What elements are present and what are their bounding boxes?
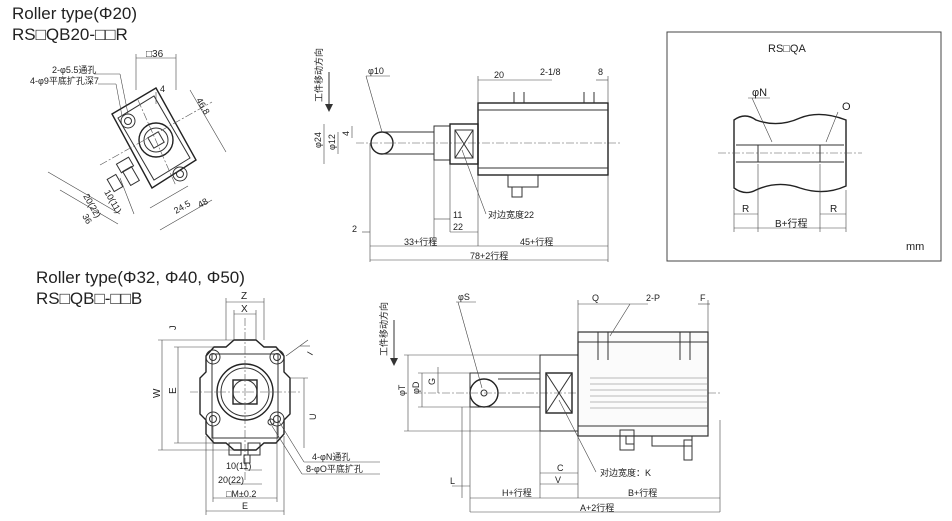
large-front-view: Z X J W E I U 10(11) 20(22) □M±0.2 E [152, 291, 380, 515]
large-front-X: X [241, 304, 248, 315]
section-large-title: Roller type(Φ32, Φ40, Φ50) [36, 268, 245, 287]
large-front-I: I [305, 350, 315, 357]
large-side-V: V [555, 475, 561, 485]
large-side-D: φD [411, 381, 421, 394]
large-side-F: F [700, 293, 706, 303]
large-front-E-bottom: E [242, 501, 248, 511]
small-side-dim-78: 78+2行程 [470, 250, 508, 261]
inset-N: φN [752, 87, 767, 99]
inset-O: O [842, 101, 851, 113]
large-side-A: A+2行程 [580, 502, 614, 513]
small-side-across-flats: 对边宽度22 [488, 209, 534, 220]
large-side-across-flats: 对边宽度：K [600, 467, 651, 478]
small-front-hole-note-2: 4-φ9平底扩孔深7 [30, 75, 99, 86]
large-side-direction: 工件移动方向 [378, 302, 389, 356]
small-front-view: □36 2-φ5.5通孔 4-φ9平底扩孔深7 4 46.8 24.5 48 2… [30, 49, 227, 231]
large-side-L: L [450, 476, 455, 486]
large-front-note-2: 8-φO平底扩孔 [306, 463, 363, 474]
large-side-Q: Q [592, 293, 599, 303]
large-front-U: U [308, 414, 318, 421]
small-side-phi12: φ12 [327, 134, 337, 150]
large-side-T: φT [397, 384, 407, 396]
small-side-dim-2-1-8: 2-1/8 [540, 67, 561, 77]
large-side-H: H+行程 [502, 487, 532, 498]
small-front-dim-36: 36 [80, 212, 94, 226]
large-side-C: C [557, 463, 564, 473]
inset-rsqa: RS□QA φN O R R B+行程 mm [666, 31, 942, 262]
large-side-P: 2-P [646, 293, 660, 303]
small-side-direction: 工件移动方向 [313, 48, 324, 102]
large-side-G: G [427, 378, 437, 385]
large-side-B: B+行程 [628, 487, 657, 498]
large-front-Z: Z [241, 291, 247, 302]
small-side-dim-8: 8 [598, 67, 603, 77]
large-front-dim-10-11: 10(11) [226, 461, 251, 471]
inset-R-left: R [742, 204, 749, 215]
large-front-E: E [168, 387, 179, 394]
large-front-J: J [168, 326, 178, 331]
small-side-dim-33: 33+行程 [404, 236, 437, 247]
small-side-dim-4: 4 [341, 131, 351, 136]
large-side-view: 工件移动方向 Q 2-P [378, 292, 721, 513]
small-front-dim-46-8: 46.8 [194, 96, 211, 116]
inset-title: RS□QA [768, 43, 806, 55]
small-side-dim-22: 22 [453, 222, 463, 232]
large-front-M: □M±0.2 [226, 489, 256, 499]
section-small-model: RS□QB20-□□R [12, 25, 128, 44]
inset-B: B+行程 [775, 217, 808, 230]
small-front-hole-note-1: 2-φ5.5通孔 [52, 65, 96, 75]
large-front-note-1: 4-φN通孔 [312, 452, 350, 462]
inset-R-right: R [830, 204, 837, 215]
small-front-square: □36 [146, 49, 164, 60]
large-front-dim-20-22: 20(22) [218, 475, 244, 485]
inset-unit: mm [906, 241, 924, 253]
large-front-W: W [152, 388, 163, 398]
small-side-dim-2: 2 [352, 224, 357, 234]
small-side-dim-45: 45+行程 [520, 236, 553, 247]
small-side-phi24: φ24 [313, 132, 323, 148]
small-side-view: 工件移动方向 20 2-1/8 8 φ10 [313, 48, 620, 262]
small-front-dim-48: 48 [196, 196, 210, 210]
large-side-S: φS [458, 292, 470, 302]
small-front-dim-4: 4 [160, 84, 165, 94]
small-side-dim-11: 11 [453, 210, 462, 220]
small-front-dim-10-11: 10(11) [102, 188, 123, 215]
small-side-phi10: φ10 [368, 66, 384, 76]
section-large-model: RS□QB□-□□B [36, 289, 143, 308]
small-side-dim-20: 20 [494, 70, 504, 80]
section-small-title: Roller type(Φ20) [12, 4, 138, 23]
